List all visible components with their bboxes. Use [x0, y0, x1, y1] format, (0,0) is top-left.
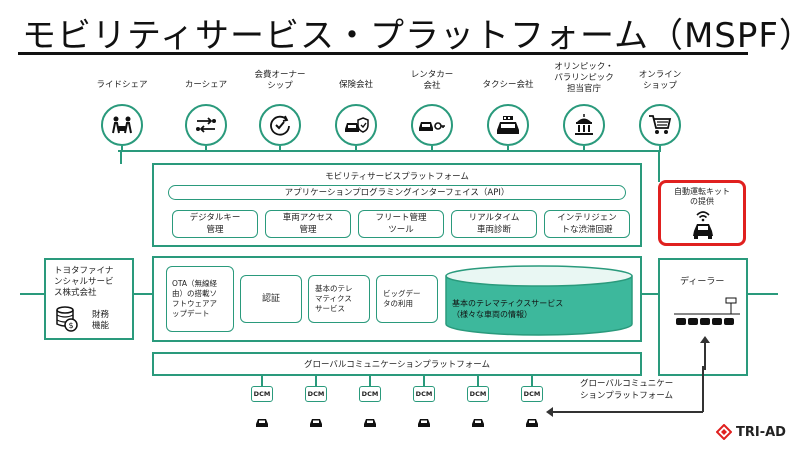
service-label: 保険会社 — [338, 80, 373, 90]
autonomous-kit-label: 自動運転キット の提供 — [674, 187, 730, 206]
service-connector — [659, 146, 661, 152]
ota-update: OTA（無線経 由）の搭載ソ フトウェアア ップデート — [166, 266, 234, 332]
platform-module: リアルタイム 車両診断 — [451, 210, 537, 238]
dcm-module: DCM — [305, 386, 327, 402]
logo-text: TRI-AD — [736, 424, 786, 440]
carshare-icon — [194, 115, 218, 135]
autonomous-car-icon — [693, 211, 713, 239]
service-label: カーシェア — [184, 80, 228, 90]
finance-connector — [134, 293, 152, 295]
services-connector — [118, 150, 660, 152]
left-connector — [20, 293, 44, 295]
arrow-up-icon — [700, 336, 710, 343]
dcm-module: DCM — [359, 386, 381, 402]
finance-function: 財務 機能 — [92, 310, 110, 331]
platform-module: 車両アクセス 管理 — [265, 210, 351, 238]
finance-name: トヨタファイナ ンシャルサービ ス株式会社 — [54, 266, 114, 298]
api-bar: アプリケーションプログラミングインターフェイス（API） — [168, 185, 626, 200]
finance-box: トヨタファイナ ンシャルサービ ス株式会社 $ 財務 機能 — [44, 258, 134, 340]
service-connector — [507, 146, 509, 152]
global-communication-platform: グローバルコミュニケーションプラットフォーム — [152, 352, 642, 376]
coins-icon: $ — [56, 306, 78, 332]
tri-ad-logo-icon — [716, 424, 732, 440]
dcm-connector — [477, 376, 479, 386]
big-data: ビッグデー タの利用 — [376, 275, 438, 323]
car-icon — [309, 414, 323, 433]
service-connector — [205, 146, 207, 152]
service-label: レンタカー 会社 — [410, 70, 454, 91]
autonomous-kit-box: 自動運転キット の提供 — [658, 180, 746, 246]
gcp-caption: グローバルコミュニケー ションプラットフォーム — [580, 379, 674, 401]
dcm-connector — [369, 376, 371, 386]
gcp-label: グローバルコミュニケーションプラットフォーム — [303, 360, 491, 370]
connector-drop — [120, 150, 122, 164]
service-label: タクシー会社 — [482, 80, 534, 90]
dealer-label: ディーラー — [680, 277, 725, 287]
dealer-box: ディーラー — [658, 258, 748, 376]
service-circle — [185, 104, 227, 146]
service-circle — [639, 104, 681, 146]
dcm-module: DCM — [467, 386, 489, 402]
dcm-connector — [315, 376, 317, 386]
dealer-connector — [642, 293, 658, 295]
arrow-up-shaft — [704, 340, 706, 370]
service-connector — [121, 146, 123, 152]
rideshare-icon — [110, 115, 134, 135]
tri-ad-logo: TRI-AD — [716, 424, 786, 440]
government-icon — [572, 113, 596, 137]
car-icon — [363, 414, 377, 433]
service-circle — [487, 104, 529, 146]
svg-text:$: $ — [68, 321, 73, 330]
service-label: オリンピック・ パラリンピック 担当官庁 — [554, 62, 614, 94]
platform-module: デジタルキー 管理 — [172, 210, 258, 238]
dcm-module: DCM — [251, 386, 273, 402]
subscription-icon — [268, 113, 292, 137]
service-circle — [411, 104, 453, 146]
service-circle — [563, 104, 605, 146]
telematics-box: OTA（無線経 由）の搭載ソ フトウェアア ップデート 認証 基本のテレ マティ… — [152, 256, 642, 342]
platform-module: インテリジェン トな渋滞回避 — [544, 210, 630, 238]
dcm-module: DCM — [521, 386, 543, 402]
right-connector — [748, 293, 778, 295]
service-connector — [355, 146, 357, 152]
mobility-platform-box: モビリティサービスプラットフォーム アプリケーションプログラミングインターフェイ… — [152, 163, 642, 247]
dcm-connector — [531, 376, 533, 386]
return-arrow-horizontal — [552, 411, 703, 413]
basic-telematics: 基本のテレ マティクス サービス — [308, 275, 370, 323]
platform-title: モビリティサービスプラットフォーム — [325, 172, 469, 182]
connector-drop — [658, 150, 660, 182]
service-label: ライドシェア — [96, 80, 148, 90]
taxi-icon — [495, 114, 521, 136]
service-label: 会費オーナー シップ — [254, 70, 306, 91]
service-connector — [583, 146, 585, 152]
car-icon — [471, 414, 485, 433]
service-label: オンライン ショップ — [638, 70, 682, 91]
service-circle — [335, 104, 377, 146]
car-icon — [255, 414, 269, 433]
dcm-connector — [261, 376, 263, 386]
car-icon — [525, 414, 539, 433]
authentication: 認証 — [240, 275, 302, 323]
page-title: モビリティサービス・プラットフォーム（MSPF） — [22, 16, 800, 56]
dcm-module: DCM — [413, 386, 435, 402]
dealer-cars-icon — [674, 297, 740, 325]
service-circle — [259, 104, 301, 146]
return-arrow-vertical — [702, 366, 704, 412]
dcm-connector — [423, 376, 425, 386]
platform-module: フリート管理 ツール — [358, 210, 444, 238]
telematics-cylinder — [445, 265, 633, 336]
cylinder-label: 基本のテレマティクスサービス （様々な車両の情報） — [452, 299, 564, 319]
shopping-cart-icon — [648, 114, 672, 136]
car-icon — [417, 414, 431, 433]
service-connector — [279, 146, 281, 152]
rental-car-icon — [418, 116, 446, 134]
insurance-icon — [343, 115, 369, 135]
service-circle — [101, 104, 143, 146]
title-underline — [18, 52, 748, 55]
service-connector — [431, 146, 433, 152]
arrow-left-icon — [546, 407, 553, 417]
